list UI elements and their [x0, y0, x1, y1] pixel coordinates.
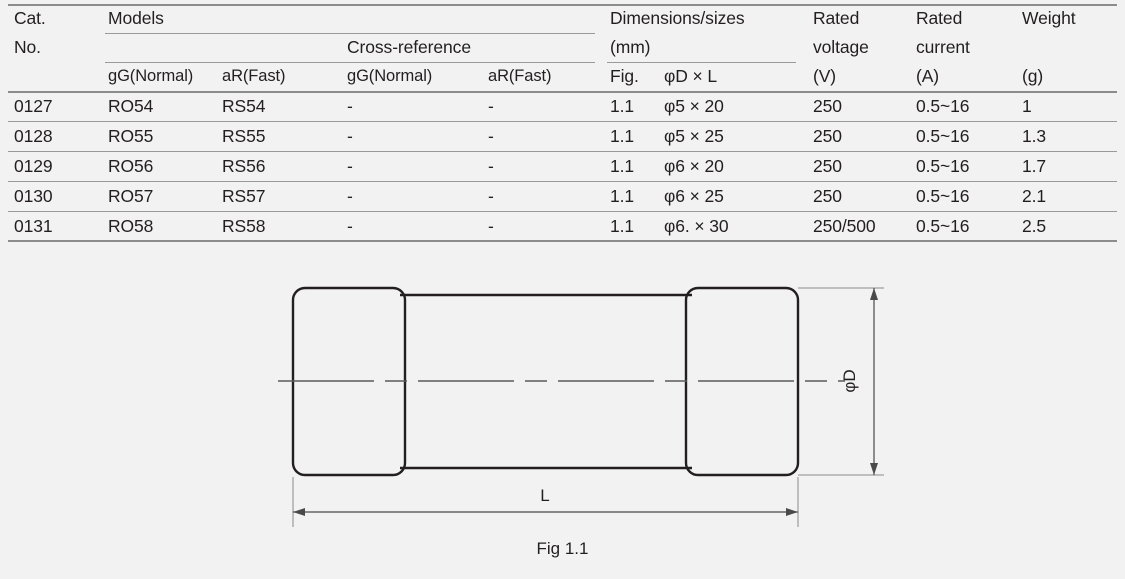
table-row: 0.5~16: [916, 156, 970, 176]
table-top-rule: [8, 4, 1117, 6]
table-row: 1.1: [610, 216, 635, 236]
table-row: -: [488, 156, 494, 176]
table-row: -: [488, 216, 494, 236]
table-row: 250: [813, 186, 842, 206]
header-rated-current-line2: current: [916, 37, 970, 57]
table-row: RO58: [108, 216, 154, 236]
table-row: -: [488, 96, 494, 116]
row-rule-1: [8, 121, 1117, 122]
table-bottom-rule: [8, 240, 1117, 242]
header-dimensions-line2: (mm): [610, 37, 651, 57]
table-row: 250: [813, 156, 842, 176]
table-row: 0.5~16: [916, 126, 970, 146]
table-row: RS58: [222, 216, 266, 236]
length-label: L: [540, 486, 549, 505]
fuse-outline-svg: L φD: [278, 286, 884, 527]
diameter-arrow-top: [870, 288, 878, 300]
row-rule-2: [8, 151, 1117, 152]
table-row: 0129: [14, 156, 53, 176]
table-row: 2.1: [1022, 186, 1047, 206]
header-dimensions-line1: Dimensions/sizes: [610, 8, 745, 28]
header-models-ar: aR(Fast): [222, 67, 286, 85]
table-row: RS55: [222, 126, 266, 146]
table-row: 0128: [14, 126, 53, 146]
table-row: RO54: [108, 96, 154, 116]
table-row: 1.1: [610, 126, 635, 146]
header-cat-no-line2: No.: [14, 37, 41, 57]
table-row: -: [488, 126, 494, 146]
header-cross-reference-group: Cross-reference: [347, 37, 471, 57]
header-rated-voltage-unit: (V): [813, 66, 837, 86]
table-row: 250/500: [813, 216, 876, 236]
row-rule-4: [8, 211, 1117, 212]
table-row: -: [347, 186, 353, 206]
dimensions-group-rule: [607, 62, 796, 63]
length-arrow-left: [293, 508, 305, 516]
table-row: 0131: [14, 216, 53, 236]
header-fig-label: Fig.: [610, 66, 639, 86]
table-row: 1.1: [610, 156, 635, 176]
table-row: 250: [813, 126, 842, 146]
table-row: -: [488, 186, 494, 206]
header-cat-no-line1: Cat.: [14, 8, 46, 28]
table-row: φ5 × 20: [664, 96, 724, 116]
table-row: 1: [1022, 96, 1032, 116]
table-row: -: [347, 156, 353, 176]
models-group-rule: [105, 33, 595, 34]
table-row: RO56: [108, 156, 154, 176]
cross-reference-group-rule: [105, 62, 595, 63]
length-arrow-right: [786, 508, 798, 516]
specification-table: Cat. No. Models Cross-reference gG(Norma…: [0, 0, 1125, 245]
header-bottom-rule: [8, 91, 1117, 93]
table-row: 0130: [14, 186, 53, 206]
table-row: 2.5: [1022, 216, 1047, 236]
table-row: 0.5~16: [916, 216, 970, 236]
table-row: RO57: [108, 186, 154, 206]
header-rated-voltage-line2: voltage: [813, 37, 869, 57]
table-row: -: [347, 216, 353, 236]
header-models-gg: gG(Normal): [108, 67, 194, 85]
diameter-arrow-bottom: [870, 463, 878, 475]
header-weight-line1: Weight: [1022, 8, 1076, 28]
table-row: -: [347, 96, 353, 116]
header-weight-unit: (g): [1022, 66, 1044, 86]
table-row: φ5 × 25: [664, 126, 724, 146]
figure-caption: Fig 1.1: [536, 539, 589, 558]
header-xref-ar: aR(Fast): [488, 67, 552, 85]
table-row: RS56: [222, 156, 266, 176]
table-row: 1.1: [610, 186, 635, 206]
table-row: 1.1: [610, 96, 635, 116]
diameter-label: φD: [840, 369, 859, 392]
header-diameter-length-label: φD × L: [664, 66, 718, 86]
header-xref-gg: gG(Normal): [347, 67, 433, 85]
table-row: RO55: [108, 126, 154, 146]
table-row: 1.3: [1022, 126, 1047, 146]
table-row: 0.5~16: [916, 186, 970, 206]
table-row: φ6 × 25: [664, 186, 724, 206]
fuse-technical-drawing: L φD Fig 1.1: [0, 245, 1125, 579]
row-rule-3: [8, 181, 1117, 182]
header-rated-current-line1: Rated: [916, 8, 963, 28]
table-row: 0127: [14, 96, 53, 116]
table-row: RS54: [222, 96, 266, 116]
table-row: -: [347, 126, 353, 146]
table-row: φ6. × 30: [664, 216, 729, 236]
header-rated-current-unit: (A): [916, 66, 940, 86]
table-row: 250: [813, 96, 842, 116]
table-row: 0.5~16: [916, 96, 970, 116]
table-row: φ6 × 20: [664, 156, 724, 176]
header-rated-voltage-line1: Rated: [813, 8, 860, 28]
table-row: 1.7: [1022, 156, 1047, 176]
table-row: RS57: [222, 186, 266, 206]
header-models-group: Models: [108, 8, 164, 28]
